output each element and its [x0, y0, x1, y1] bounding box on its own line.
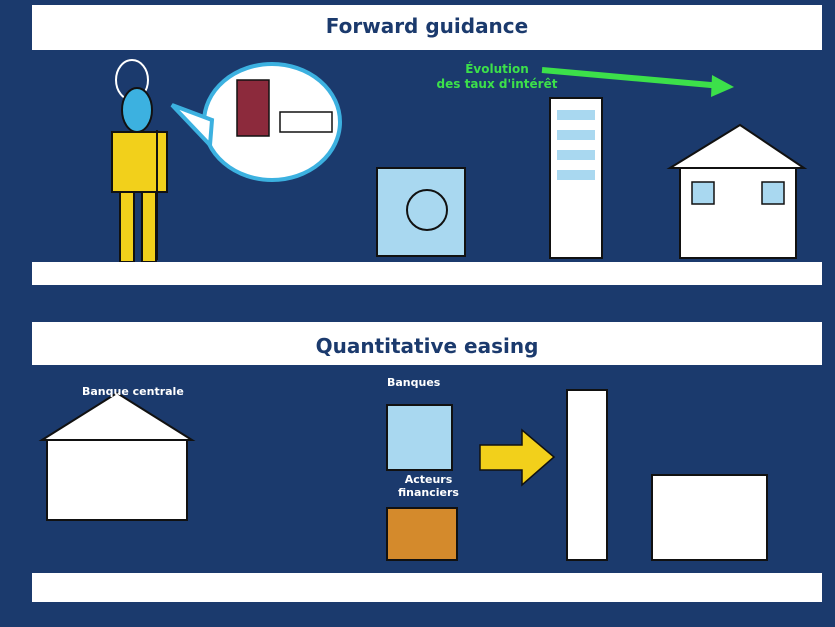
speech-bubble-illustration — [170, 62, 342, 182]
forward-guidance-title: Forward guidance — [325, 14, 529, 38]
quantitative-easing-panel: Quantitative easing — [32, 322, 822, 602]
office-building-illustration — [549, 97, 603, 259]
interest-rate-trend-label: Évolution des taux d'intérêt — [422, 62, 572, 92]
safe-illustration — [376, 167, 466, 257]
speaker-woman-illustration — [111, 59, 168, 262]
quantitative-easing-illustration — [38, 389, 768, 561]
quantitative-easing-scene: Banque centrale Banques Acteurs financie… — [32, 365, 822, 573]
financial-actors-line-1: Acteurs — [404, 473, 453, 486]
briefcase-illustration — [386, 507, 458, 561]
interest-rate-trend-arrow — [541, 67, 734, 97]
forward-guidance-panel: Forward guidance — [32, 5, 822, 285]
trend-label-line-1: Évolution — [465, 62, 529, 76]
central-bank-label: Banque centrale — [82, 385, 184, 398]
quantitative-easing-title: Quantitative easing — [315, 334, 539, 358]
central-bank-illustration — [38, 391, 196, 521]
bank-building-illustration — [651, 474, 768, 561]
building-with-money-illustration — [566, 389, 608, 561]
financial-actors-line-2: financiers — [398, 486, 459, 499]
financial-actors-label: Acteurs financiers — [398, 473, 459, 499]
banks-safe-illustration — [386, 404, 453, 471]
house-illustration — [666, 123, 808, 259]
trend-label-line-2: des taux d'intérêt — [436, 77, 558, 91]
transfer-arrow — [479, 428, 556, 487]
forward-guidance-scene: Évolution des taux d'intérêt — [32, 50, 822, 262]
forward-guidance-illustration — [111, 59, 808, 262]
banks-label: Banques — [387, 376, 441, 389]
